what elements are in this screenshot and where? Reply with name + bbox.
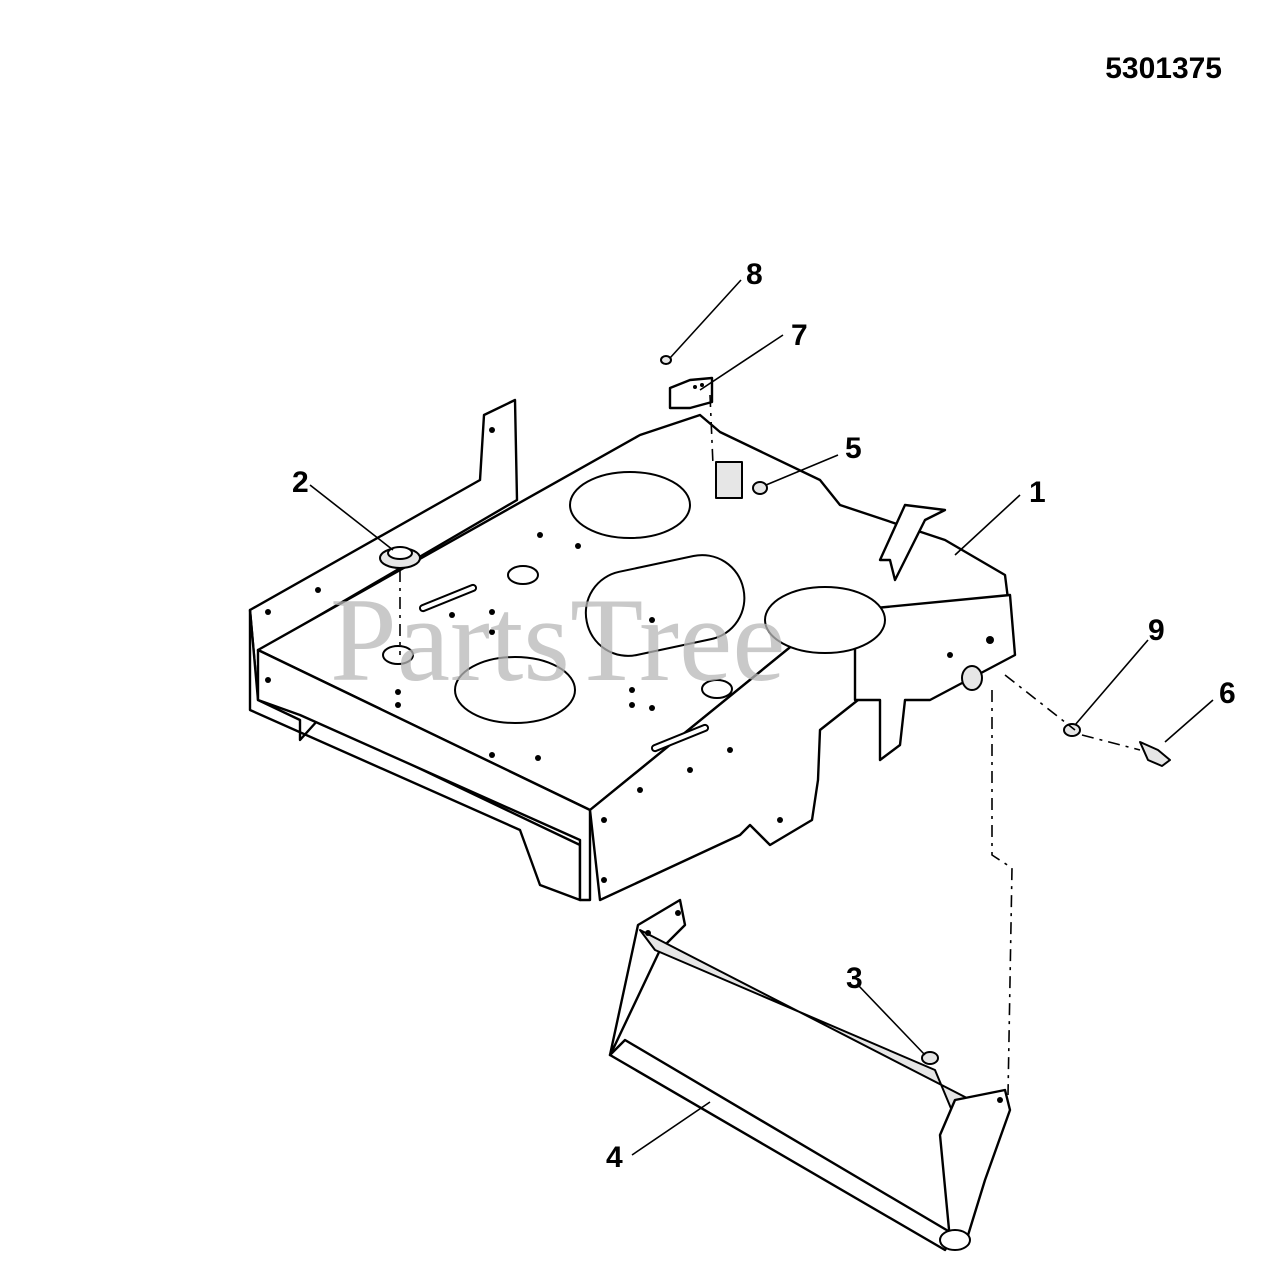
callout-8: 8 <box>746 258 763 291</box>
nut-part <box>921 1051 939 1065</box>
callout-1: 1 <box>1029 476 1046 509</box>
nut-5-part <box>752 481 768 495</box>
frame-part <box>248 398 1017 902</box>
callout-7: 7 <box>791 319 808 352</box>
callout-2: 2 <box>292 466 309 499</box>
callout-3: 3 <box>846 962 863 995</box>
grommet-part <box>379 546 421 569</box>
callout-5: 5 <box>845 432 862 465</box>
bumper-part <box>608 898 1012 1252</box>
watermark: PartsTree <box>330 573 786 706</box>
bolt-part <box>1139 741 1171 767</box>
bushing-part <box>961 665 983 691</box>
callout-9: 9 <box>1148 614 1165 647</box>
callout-6: 6 <box>1219 677 1236 710</box>
drawing-number: 5301375 <box>1105 52 1222 85</box>
washer-part <box>1063 723 1081 737</box>
callout-4: 4 <box>606 1141 623 1174</box>
screw-part <box>660 355 672 365</box>
switch-part <box>668 376 743 499</box>
